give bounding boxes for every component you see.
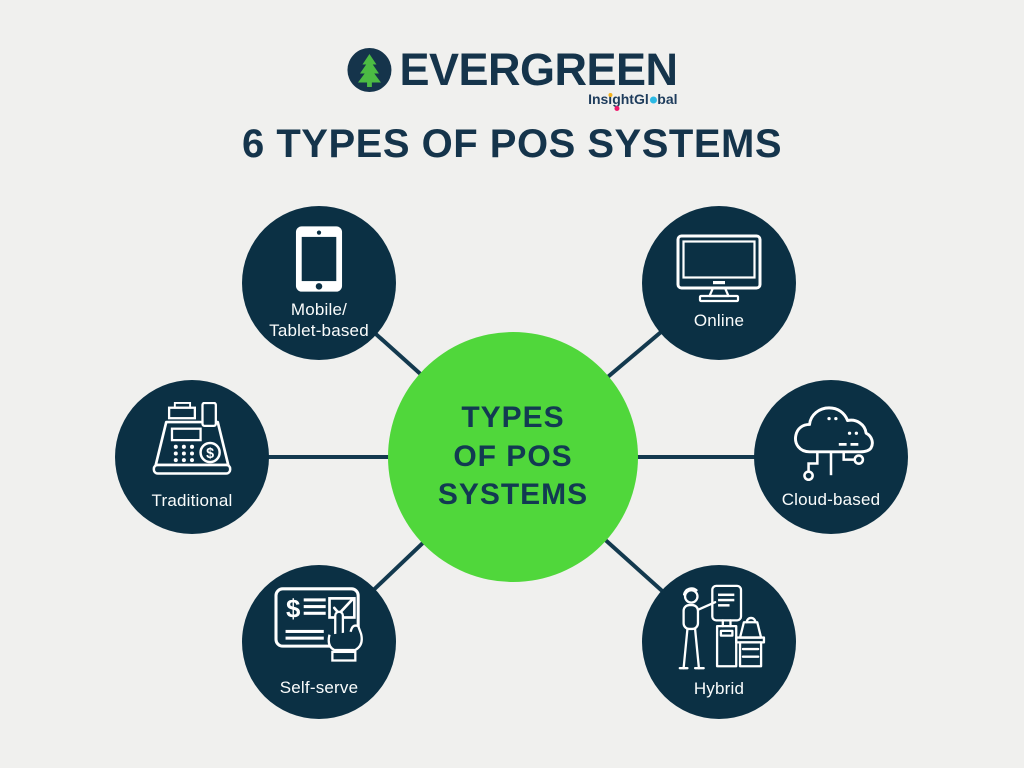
evergreen-logo-main: EVERGREEN: [346, 44, 678, 96]
dollar-glyph: $: [206, 446, 214, 462]
node-online: Online: [642, 206, 796, 360]
node-label: Traditional: [151, 491, 233, 511]
node-mobile-tablet-based: Mobile/ Tablet-based: [242, 206, 396, 360]
page-title: 6 TYPES OF POS SYSTEMS: [241, 122, 783, 166]
cash-register-icon: $: [152, 402, 232, 476]
center-hub-types-of-pos-systems: TYPES OF POS SYSTEMS: [388, 332, 638, 582]
checkout-kiosk-icon: [678, 585, 766, 670]
node-label: Mobile/ Tablet-based: [269, 299, 369, 340]
evergreen-tree-icon: [347, 48, 392, 92]
insight-global-logo-text: InsightGlobal: [588, 91, 678, 111]
tablet-icon: [295, 226, 343, 292]
node-label: Hybrid: [693, 679, 745, 699]
ig-text-post: bal: [657, 91, 678, 107]
cloud-network-icon: [794, 406, 874, 482]
center-hub-line: TYPES: [461, 401, 565, 435]
node-traditional: $ Traditional: [115, 380, 269, 534]
evergreen-logo: EVERGREEN InsightGlobal: [346, 44, 678, 111]
evergreen-logo-text: EVERGREEN: [399, 44, 678, 95]
center-hub-line: OF POS: [453, 439, 573, 473]
node-self-serve: $ Self-serve: [242, 565, 396, 719]
node-label: Cloud-based: [781, 490, 881, 510]
node-label: Self-serve: [279, 678, 359, 698]
ig-text-i: i: [608, 91, 613, 107]
node-cloud-based: Cloud-based: [754, 380, 908, 534]
touchscreen-hand-icon: $: [274, 587, 363, 663]
ig-text-pre: Ins: [588, 91, 609, 107]
center-hub-line: SYSTEMS: [437, 478, 589, 512]
dollar-glyph: $: [286, 596, 300, 624]
node-hybrid: Hybrid: [642, 565, 796, 719]
node-label: Online: [693, 311, 745, 331]
desktop-monitor-icon: [676, 234, 762, 303]
ig-text-mid: ghtGl: [612, 91, 649, 111]
